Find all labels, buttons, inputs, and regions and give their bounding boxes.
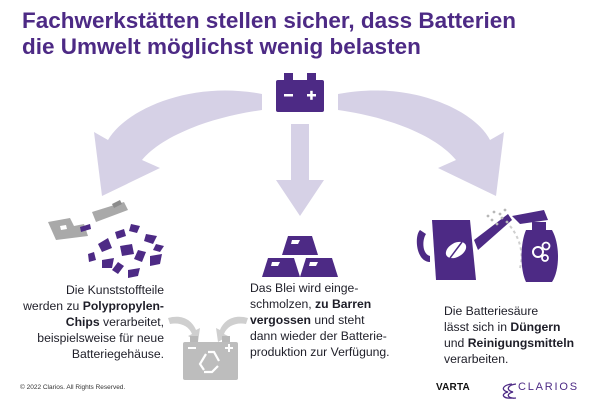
- recycled-battery-icon: [168, 316, 248, 380]
- title-line-1: Fachwerkstätten stellen sicher, dass Bat…: [22, 8, 516, 33]
- arrow-down-icon: [276, 124, 324, 216]
- plastic-description: Die Kunststoffteile werden zu Polypropyl…: [23, 283, 164, 361]
- varta-logo: VARTA: [436, 382, 470, 393]
- watering-can-icon: [416, 214, 523, 280]
- gold-bars-icon: [262, 236, 338, 277]
- clarios-logo: CLARIOS: [518, 381, 579, 393]
- title-line-2: die Umwelt möglichst wenig belasten: [22, 34, 421, 59]
- battery-icon: [276, 73, 324, 112]
- clarios-logo-icon: [502, 383, 517, 399]
- spray-bottle-icon: [486, 208, 558, 282]
- arrow-left-icon: [94, 90, 262, 196]
- lead-description: Das Blei wird einge- schmolzen, zu Barre…: [250, 281, 390, 359]
- plastic-fragments-icon: [48, 200, 164, 278]
- arrow-right-icon: [338, 90, 504, 196]
- page-title: Fachwerkstätten stellen sicher, dass Bat…: [22, 8, 592, 60]
- copyright-notice: © 2022 Clarios. All Rights Reserved.: [20, 384, 126, 391]
- acid-description: Die Batteriesäure lässt sich in Düngern …: [444, 304, 575, 366]
